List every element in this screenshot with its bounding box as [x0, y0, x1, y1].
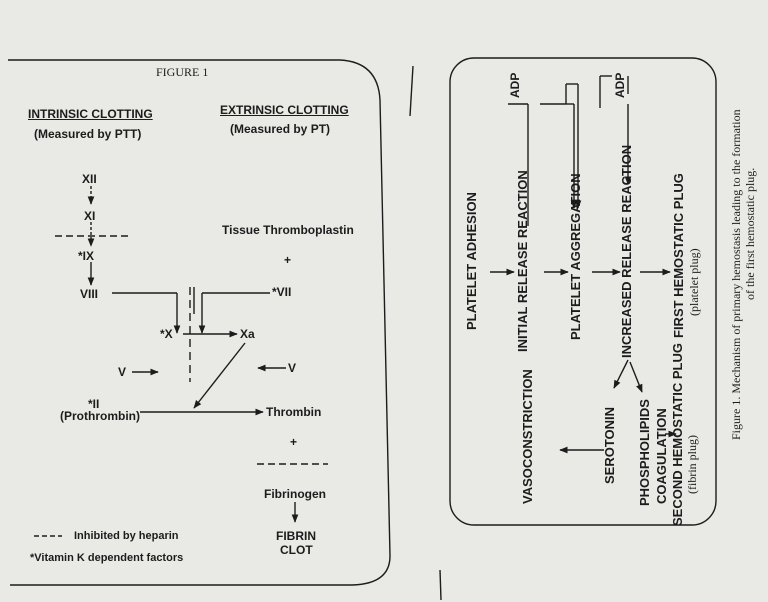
thrombin: Thrombin [266, 405, 322, 419]
serotonin: SEROTONIN [602, 406, 617, 484]
legend-heparin: Inhibited by heparin [74, 530, 179, 542]
caption-line-2: of the first hemostatic plug. [743, 167, 757, 300]
fibrinogen: Fibrinogen [264, 487, 326, 501]
factor-ii: *II [88, 397, 100, 411]
prothrombin: (Prothrombin) [60, 409, 140, 423]
right-panel-frame [449, 57, 717, 526]
factor-v-left: V [118, 365, 127, 379]
first-plug-subtitle: (platelet plug) [687, 248, 701, 316]
adp-right: ADP [613, 72, 627, 98]
second-plug-subtitle: (fibrin plug) [685, 435, 699, 494]
platelet-aggregation: PLATELET AGGREGATION [568, 173, 583, 340]
factor-viii: VIII [80, 287, 99, 301]
platelet-adhesion: PLATELET ADHESION [464, 192, 479, 330]
factor-xi: XI [84, 209, 96, 223]
increased-release-reaction: INCREASED RELEASE REACTION [619, 144, 634, 358]
first-hemostatic-plug: FIRST HEMOSTATIC PLUG [671, 173, 686, 338]
factor-v-right: V [288, 361, 297, 375]
factor-x: *X [160, 327, 173, 341]
initial-release-reaction: INITIAL RELEASE REACTION [515, 170, 530, 352]
left-panel-frame [8, 59, 391, 586]
plus-2: + [290, 435, 298, 449]
figure-title: FIGURE 1 [156, 65, 209, 79]
plus-1: + [284, 253, 292, 267]
factor-xa: Xa [240, 327, 255, 341]
clot: CLOT [280, 543, 313, 557]
factor-vii: *VII [272, 285, 292, 299]
intrinsic-sub: (Measured by PTT) [34, 127, 142, 141]
caption-line-1: Figure 1. Mechanism of primary hemostasi… [729, 109, 743, 440]
vasoconstriction: VASOCONSTRICTION [520, 369, 535, 504]
second-hemostatic-plug: SECOND HEMOSTATIC PLUG [670, 343, 685, 526]
factor-xii: XII [82, 172, 97, 186]
extrinsic-sub: (Measured by PT) [230, 122, 331, 136]
coagulation: COAGULATION [654, 408, 669, 504]
legend-vitamin-k: *Vitamin K dependent factors [30, 552, 184, 564]
adp-left: ADP [508, 72, 522, 98]
tissue-thromboplastin: Tissue Thromboplastin [222, 223, 354, 237]
intrinsic-heading: INTRINSIC CLOTTING [28, 107, 153, 121]
phospholipids: PHOSPHOLIPIDS [637, 399, 652, 506]
factor-ix: *IX [78, 249, 95, 263]
fibrin: FIBRIN [276, 529, 316, 543]
extrinsic-heading: EXTRINSIC CLOTTING [220, 103, 349, 117]
